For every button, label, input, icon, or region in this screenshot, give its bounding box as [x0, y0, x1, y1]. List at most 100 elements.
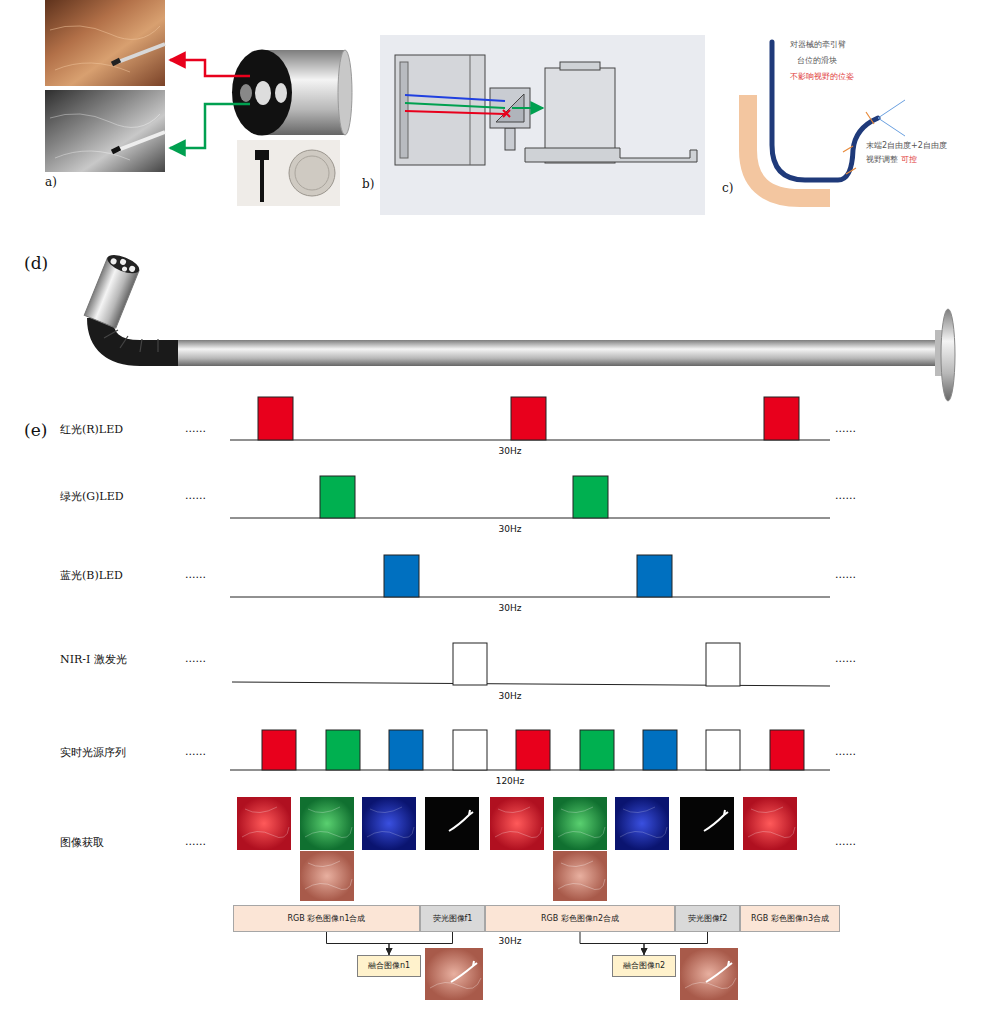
bend-ridge: [104, 330, 158, 352]
camera-cable: [260, 160, 264, 202]
panel-text: c): [722, 182, 733, 196]
housing-flange: [400, 62, 408, 158]
nir-pulse: [453, 730, 487, 770]
timing-label: 图像获取: [60, 837, 104, 850]
orange-band: [748, 95, 830, 198]
red-mark: [503, 110, 510, 117]
node-label: 荧光图像f1: [433, 914, 473, 923]
endoscope-shaft: [172, 340, 942, 366]
camera-front: [232, 50, 292, 136]
merge-arrow: [644, 932, 708, 955]
node-label: RGB 彩色图像n1合成: [288, 914, 366, 923]
timing-label: ......: [835, 490, 856, 503]
panel-text: 末端2自由度+2自由度: [866, 141, 947, 150]
led: [110, 257, 118, 265]
red-frame-image: [237, 797, 291, 850]
led: [128, 265, 136, 273]
color-composite-image: [553, 851, 607, 901]
panel-text: 可控: [901, 155, 917, 164]
instrument-tip: [112, 60, 120, 64]
rgb-composite-segment: RGB 彩色图像n2合成: [485, 905, 675, 932]
camera-module: [255, 150, 269, 160]
timing-label: NIR-I 激发光: [60, 654, 127, 667]
signal-baseline: [230, 597, 830, 598]
red-frame-image: [490, 797, 544, 850]
panel-text: b): [362, 178, 374, 192]
lens: [275, 83, 287, 103]
red-pulse: [770, 730, 804, 770]
blue-pulse: [643, 730, 677, 770]
size-photo: [237, 140, 340, 206]
blue-frame-image: [615, 797, 669, 850]
blue-pulse: [637, 555, 672, 597]
housing-edge: [470, 55, 471, 165]
green-frame-image: [553, 797, 607, 850]
fused-image-box: 融合图像n2: [612, 955, 676, 977]
timing-label: 蓝光(B)LED: [60, 570, 123, 583]
timing-label: ......: [185, 490, 206, 503]
panel-text: 台位的滑块: [797, 56, 837, 65]
blue-pulse: [384, 555, 419, 597]
blue-pulse: [389, 730, 423, 770]
lens-hole: [240, 84, 252, 102]
fused-image: [425, 948, 483, 1000]
nir-pulse: [706, 730, 740, 770]
timing-label: ......: [185, 423, 206, 436]
timing-label: 30Hz: [499, 936, 522, 946]
panel-text: (d): [24, 254, 48, 274]
timing-label: ......: [185, 836, 206, 849]
arm-curve: [772, 42, 878, 180]
fluorescence-frame-image: [425, 797, 479, 850]
nir-pulse: [706, 643, 740, 686]
fluorescence-segment: 荧光图像f1: [420, 905, 485, 932]
instrument: [118, 44, 165, 62]
color-composite-image: [300, 851, 354, 901]
prism-stand: [505, 128, 515, 150]
timing-label: ......: [185, 653, 206, 666]
timing-label: 实时光源序列: [60, 747, 126, 760]
fused-image: [680, 948, 738, 1000]
merge-arrow: [389, 932, 453, 955]
end-cap: [941, 309, 955, 401]
timing-label: ......: [835, 746, 856, 759]
red-pulse: [511, 397, 546, 440]
panel-text: 不影响视野的位姿: [790, 72, 854, 81]
fluorescence-segment: 荧光图像f2: [675, 905, 740, 932]
base-plate: [525, 148, 697, 162]
green-pulse: [580, 730, 614, 770]
lens-housing: [395, 55, 485, 165]
view-cone: [878, 100, 905, 136]
tissue-texture: [50, 114, 160, 160]
timing-label: 30Hz: [499, 603, 522, 613]
tissue-texture: [50, 26, 160, 72]
cad-background: [380, 35, 705, 215]
timing-label: 30Hz: [499, 524, 522, 534]
timing-label: 30Hz: [499, 446, 522, 456]
timing-label: ......: [835, 653, 856, 666]
camera-back: [338, 50, 352, 135]
red-pulse: [516, 730, 550, 770]
node-label: 荧光图像f2: [688, 914, 728, 923]
timing-label: ......: [185, 569, 206, 582]
timing-label: 红光(R)LED: [60, 424, 123, 437]
node-label: RGB 彩色图像n2合成: [541, 914, 619, 923]
instrument-tip: [112, 148, 120, 152]
green-pulse: [320, 476, 355, 518]
fused-image-box: 融合图像n1: [357, 955, 421, 977]
green-beam: [405, 103, 505, 108]
panel-text: 对器械的牵引臂: [790, 40, 846, 49]
timing-label: 30Hz: [499, 691, 522, 701]
tip-face: [105, 251, 142, 277]
nir-pulse: [453, 643, 487, 685]
node-label: 融合图像n2: [623, 961, 665, 970]
panel-text: 视野调整: [866, 155, 898, 164]
blue-frame-image: [362, 797, 416, 850]
fluorescence-frame-image: [680, 797, 734, 850]
merge-arrow: [327, 932, 390, 955]
timing-label: ......: [835, 569, 856, 582]
green-pulse: [573, 476, 608, 518]
